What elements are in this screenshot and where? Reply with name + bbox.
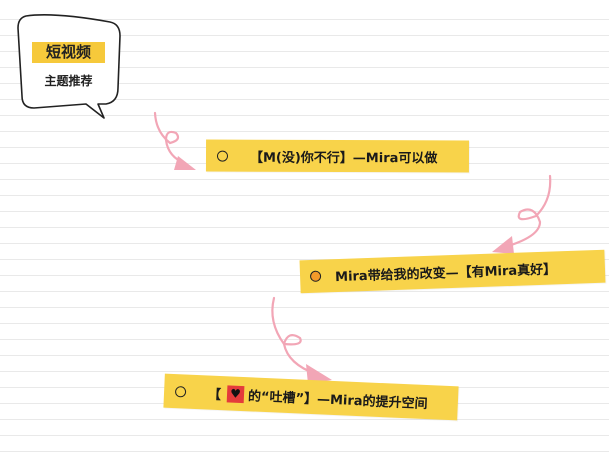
topic-text-1: 【M(没)你不行】—Mira可以做 [249,150,438,166]
curly-arrow-icon [153,111,188,166]
heart-icon: ♥ [226,384,245,403]
outline-circle-icon [174,385,187,398]
filled-circle-icon [309,270,322,282]
curly-arrow-icon [271,296,318,376]
arrowhead-icon [492,236,514,254]
arrowhead-icon [306,364,332,384]
arrowhead-icon [174,156,196,170]
curly-arrow-icon [506,174,552,248]
topic-text-2: Mira带给我的改变—【有Mira真好】 [334,262,557,286]
topic-text-3-after: 的“吐槽”】—Mira的提升空间 [247,388,428,412]
topic-banner-1[interactable]: 【M(没)你不行】—Mira可以做 [205,139,470,173]
bubble-subtitle: 主题推荐 [44,74,93,88]
topic-text-3-before: 【 [207,387,222,403]
outline-circle-icon [216,150,229,162]
bubble-title: 短视频 [32,42,105,63]
speech-bubble [17,14,121,119]
